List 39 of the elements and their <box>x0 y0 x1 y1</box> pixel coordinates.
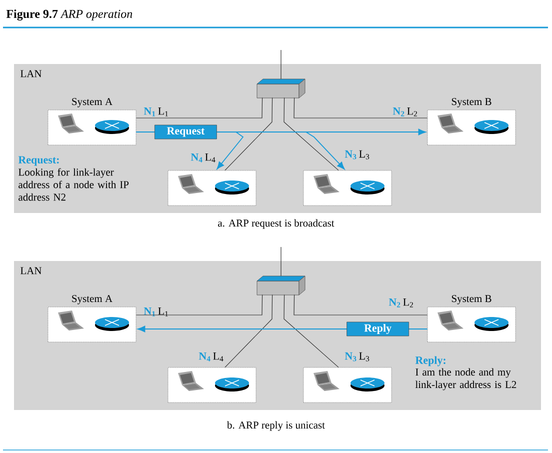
host-box <box>168 367 256 403</box>
address-label: N$_{2}$ L$_{2}$ <box>388 298 413 308</box>
note-text: Looking for link-layer address of a node with IP address N2 <box>18 168 129 201</box>
node-label: System A <box>72 295 112 304</box>
cable-line <box>136 97 263 118</box>
note-heading: Request: <box>18 156 59 166</box>
caption: b. ARP reply is unicast <box>227 421 325 431</box>
caption: a. ARP request is broadcast <box>218 219 334 229</box>
address-label: N$_{1}$ L$_{1}$ <box>144 307 168 316</box>
switch-drawing <box>256 50 306 98</box>
system-box: System B <box>427 295 516 342</box>
note-heading: Reply: <box>415 356 446 366</box>
address-label: N$_{3}$ L$_{3}$ <box>344 150 370 160</box>
switch-drawing <box>256 246 306 296</box>
system-box: System A <box>48 295 136 342</box>
note-text: I am the node and my link-layer address is L2 <box>415 368 516 390</box>
node-label: System B <box>452 98 492 108</box>
address-label: N$_{4}$ L$_{4}$ <box>190 153 216 162</box>
message-label: Reply <box>346 322 410 336</box>
host-box <box>303 170 392 206</box>
host-box <box>168 170 256 206</box>
node-label: System A <box>72 98 112 108</box>
host-box <box>303 367 392 403</box>
cable-line <box>284 97 339 171</box>
node-label: System B <box>452 295 492 304</box>
system-box: System B <box>427 98 516 146</box>
system-box: System A <box>48 98 136 146</box>
address-label: N$_{1}$ L$_{1}$ <box>144 107 168 116</box>
address-label: N$_{2}$ L$_{2}$ <box>392 107 417 116</box>
message-label: Request <box>154 124 217 140</box>
title: Figure 9.7 ARP operation <box>6 10 132 20</box>
cable-line <box>136 294 263 316</box>
cable-line <box>294 294 428 316</box>
cable-line <box>284 294 339 368</box>
address-label: N$_{4}$ L$_{4}$ <box>198 352 224 362</box>
cable-line <box>224 294 273 368</box>
cable-line <box>294 97 428 118</box>
cable-line <box>224 97 273 171</box>
address-label: N$_{3}$ L$_{3}$ <box>344 352 370 362</box>
